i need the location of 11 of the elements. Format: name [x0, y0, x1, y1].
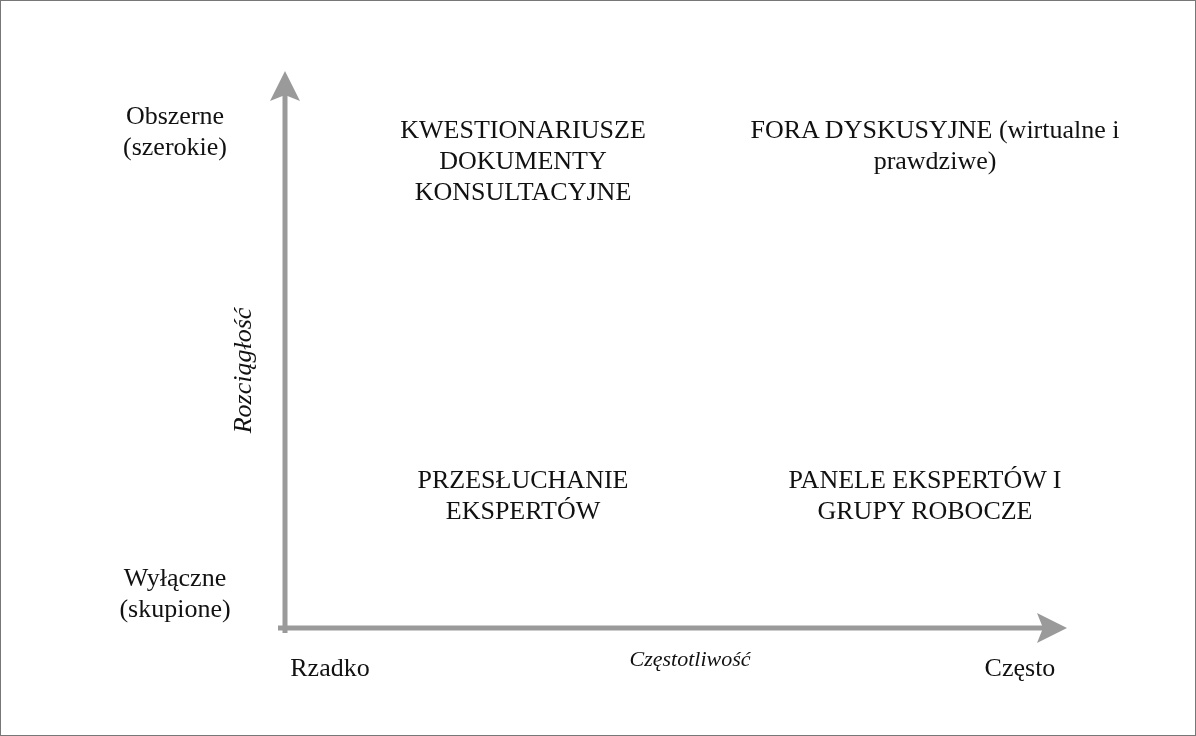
axis-title: Rozciągłość [227, 307, 259, 433]
axis-label: Rzadko [290, 652, 370, 683]
quadrant-label: FORA DYSKUSYJNE (wirtualne i prawdziwe) [749, 114, 1121, 176]
axis-label: Wyłączne (skupione) [118, 562, 232, 624]
axis-label: Obszerne (szerokie) [122, 100, 228, 162]
quadrant-label: DOKUMENTY KONSULTACYJNE [413, 145, 633, 207]
quadrant-label: PANELE EKSPERTÓW I GRUPY ROBOCZE [787, 464, 1063, 526]
axis-label: Często [984, 652, 1056, 683]
axis-title: Częstotliwość [629, 645, 751, 673]
quadrant-label: PRZESŁUCHANIE EKSPERTÓW [416, 464, 630, 526]
quadrant-label: KWESTIONARIUSZE [400, 114, 646, 145]
